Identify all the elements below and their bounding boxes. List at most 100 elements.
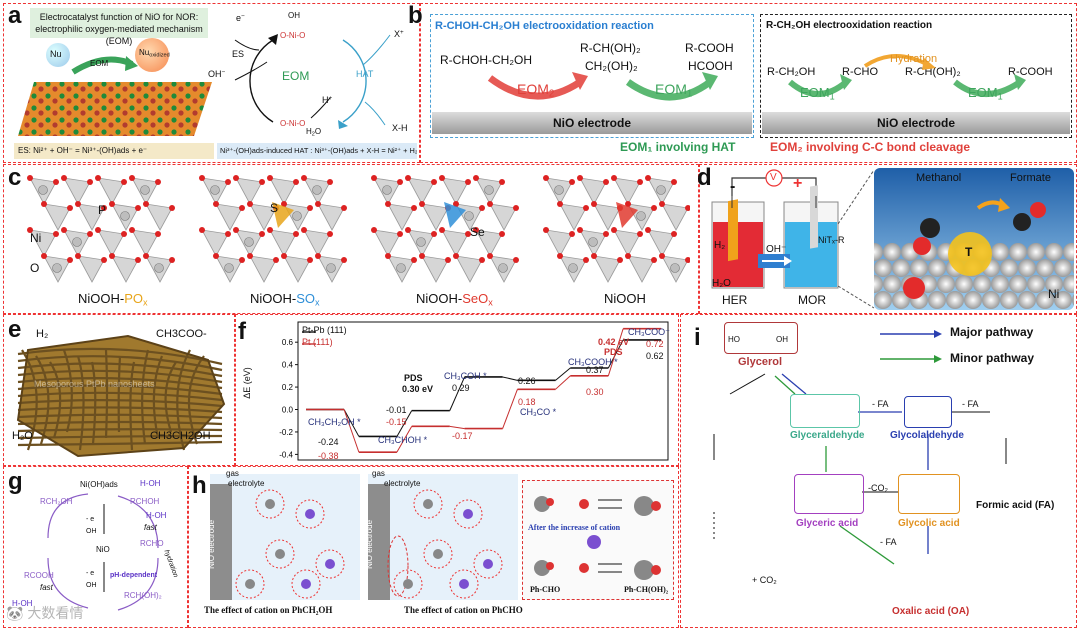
b-right-c: R-CH(OH)₂ [905,66,961,78]
c-cap-so-x: x [315,297,320,308]
f-pt-connector [396,426,413,453]
panel-c-label: c [8,164,22,191]
b-right-a: R-CH₂OH [767,66,816,78]
cycle-es: ES [232,49,245,59]
h-scene-right [368,474,518,600]
f-species-4: CH₃COOH * [568,357,618,367]
b-left-mid1: R-CH(OH)₂ [580,41,641,55]
g-niooh: Ni(OH)ads [80,480,118,489]
d-nitr: NiTₓ-R [818,235,845,245]
watermark: 🐼 大数看情 [6,605,84,621]
c-se-label: Se [470,225,485,239]
i-glycerol: Glycerol [738,356,783,368]
electrolyzer-diagram [711,169,839,289]
c-cap-seo-main: NiOOH- [416,291,463,306]
e-ch3coo: CH3COO- [156,328,207,340]
structure-3 [543,175,690,283]
d-formate: Formate [1010,172,1051,184]
panel-b-left-title: R-CHOH-CH₂OH electrooxidation reaction [435,20,654,32]
structure-0 [27,175,175,283]
b-right-arrows [788,54,1026,97]
f-tick: 0.6 [282,338,294,347]
h-gas-2: gas [372,469,385,478]
g-oh2: OH [86,582,97,589]
d-plus: + [793,175,803,192]
panel-a-label: a [8,2,22,29]
b-eom2-sub: 2 [548,88,555,100]
f-ptpb-connector [502,376,518,381]
h-inset-equilibria [534,496,661,580]
g-item-0: H-OH [140,479,161,488]
f-energy-diagram: -0.4-0.20.00.20.40.6 [279,321,669,461]
i-legend-minor: Minor pathway [950,351,1035,365]
d-minus: - [730,178,736,195]
f-vr-3: 0.18 [518,397,536,407]
b-eom2-text: EOM [517,81,549,97]
nu-label: Nu [50,49,62,59]
e-watermark: Mesoporous PtPb nanosheets [34,379,155,389]
d-voltage: V [770,172,777,183]
d-methanol: Methanol [916,172,962,184]
panel-b-left-frame [430,14,754,138]
f-vb-4: 0.37 [586,365,604,375]
b-eom1-sub: 1 [686,88,693,100]
f-ptpb-connector [343,409,360,437]
f-pt-connector [502,389,518,429]
f-species-1: CH₃CHOH * [378,435,428,445]
g-cycle [47,493,159,611]
c-cap-seo-acc: SeO [462,291,489,306]
nu-oxidized-sub: oxidized [149,52,170,59]
f-pds1-value: 0.30 eV [402,384,434,394]
nu-sphere [46,43,70,67]
cycle-eom-center: EOM [282,69,310,83]
c-o-label: O [30,261,40,275]
panel-a-title-line2: electrophilic oxygen-mediated mechanism … [35,24,203,46]
d-her: HER [722,293,748,307]
i-glyceraldehyde-box [790,394,860,428]
g-ph: pH-dependent [110,572,158,579]
panel-a-title-line1: Electrocatalyst function of NiO for NOR: [39,12,199,22]
f-tick: -0.4 [279,450,293,459]
c-cap-seo-x: x [488,297,493,308]
c-cap-so-acc: SO [296,291,316,306]
panel-i [680,314,1077,628]
panel-d-label: d [697,164,712,191]
b-left-end1: R-COOH [685,41,734,55]
panel-b-right-title: R-CH₂OH electrooxidation reaction [766,20,933,31]
cycle-o-ni-o-bottom: O-Ni-O [280,119,306,128]
f-pt-connector [449,425,465,430]
c-cap-po: NiOOH-POx [78,291,148,308]
f-species-5: CH₃COO⁻ [628,327,670,337]
h-after: After the increase of cation [528,523,621,532]
cycle-e-text: e [236,13,242,23]
f-pds2-value: 0.42 eV [598,337,630,347]
d-h2o: H₂O [712,278,731,289]
c-p-label: P [98,203,107,217]
g-oh1: OH [86,528,97,535]
i-fa-3: - FA [880,537,897,547]
g-item-3: H-OH [146,511,167,520]
cycle-h2o: H2O [306,127,322,138]
g-fast-2: fast [40,583,53,592]
g-item-6: RCOOH [24,571,54,580]
h-electrode-2: NiO electrode [365,519,375,569]
panel-a [3,3,420,163]
e-mesoporous-nanosheet [16,334,226,458]
f-tick: 0.4 [282,361,294,370]
c-cap-po-x: x [143,297,148,308]
i-oh: OH [776,335,788,344]
eom-cycle [234,34,391,129]
d-t: T [965,245,973,259]
nu-oxidized-sphere [135,38,169,72]
f-vr-2: -0.17 [452,431,473,441]
f-ptpb-connector [555,367,571,381]
f-pds2-title: PDS [604,347,623,357]
i-co2-plus: + CO₂ [752,575,777,585]
g-fast-1: fast [144,523,157,532]
g-item-2: RCHOH [130,497,160,506]
i-oxalic: Oxalic acid (OA) [892,606,970,617]
f-pt-connector [607,328,624,377]
g-e2: - e [86,570,95,577]
h-phchoh2: Ph-CH(OH)₂ [624,585,669,594]
b-left-mid2: CH₂(OH)₂ [585,59,638,73]
